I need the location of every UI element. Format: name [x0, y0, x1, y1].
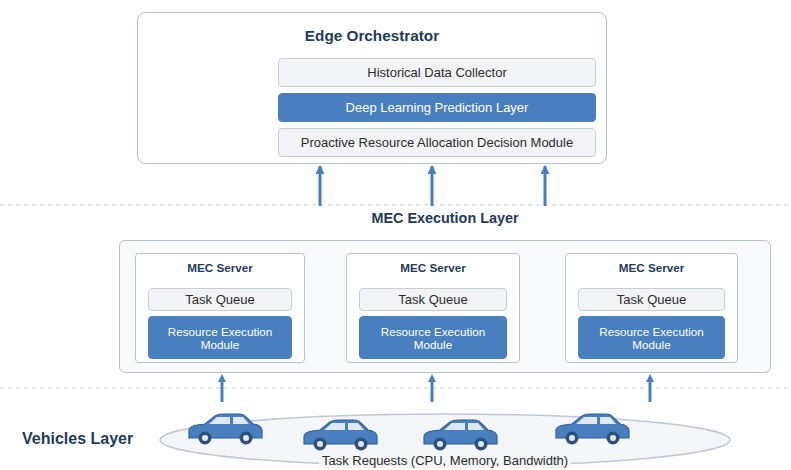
node-title: MEC Server — [347, 261, 519, 274]
module-box: Proactive Resource Allocation Decision M… — [278, 128, 596, 157]
node-title: Proactive Resource Allocation Decision M… — [301, 135, 573, 150]
node-title: Resource Execution Module — [149, 325, 291, 351]
layer-label: Vehicles Layer — [22, 430, 133, 448]
module-box: Task Queue — [578, 288, 725, 311]
flow-arrow — [544, 166, 547, 206]
server-box: MEC ServerTask QueueResource Execution M… — [135, 253, 305, 363]
node-title: Edge Orchestrator — [138, 27, 606, 45]
node-title: MEC Server — [566, 261, 737, 274]
node-title: Deep Learning Prediction Layer — [346, 100, 529, 115]
server-box: MEC ServerTask QueueResource Execution M… — [346, 253, 520, 363]
node-title: Task Queue — [607, 292, 696, 307]
module-box: Resource Execution Module — [359, 316, 507, 359]
module-box: Resource Execution Module — [578, 316, 725, 359]
node-title: Task Queue — [175, 292, 264, 307]
node-title: MEC Execution Layer — [119, 210, 771, 226]
module-box: Task Queue — [148, 288, 292, 311]
module-box: Task Queue — [359, 288, 507, 311]
node-title: Resource Execution Module — [360, 325, 506, 351]
node-title: Historical Data Collector — [367, 65, 506, 80]
caption-note: Task Requests (CPU, Memory, Bandwidth) — [319, 453, 571, 468]
layer-panel: MEC Execution LayerMEC ServerTask QueueR… — [119, 210, 771, 373]
node-title: Task Queue — [388, 292, 477, 307]
orchestrator-box: Edge OrchestratorHistorical Data Collect… — [137, 12, 607, 164]
node-title: MEC Server — [136, 261, 304, 274]
module-box: Deep Learning Prediction Layer — [278, 93, 596, 122]
flow-arrow — [431, 166, 434, 206]
flow-arrow — [319, 166, 322, 206]
module-box: Resource Execution Module — [148, 316, 292, 359]
node-title: Resource Execution Module — [579, 325, 724, 351]
server-box: MEC ServerTask QueueResource Execution M… — [565, 253, 738, 363]
module-box: Historical Data Collector — [278, 58, 596, 87]
